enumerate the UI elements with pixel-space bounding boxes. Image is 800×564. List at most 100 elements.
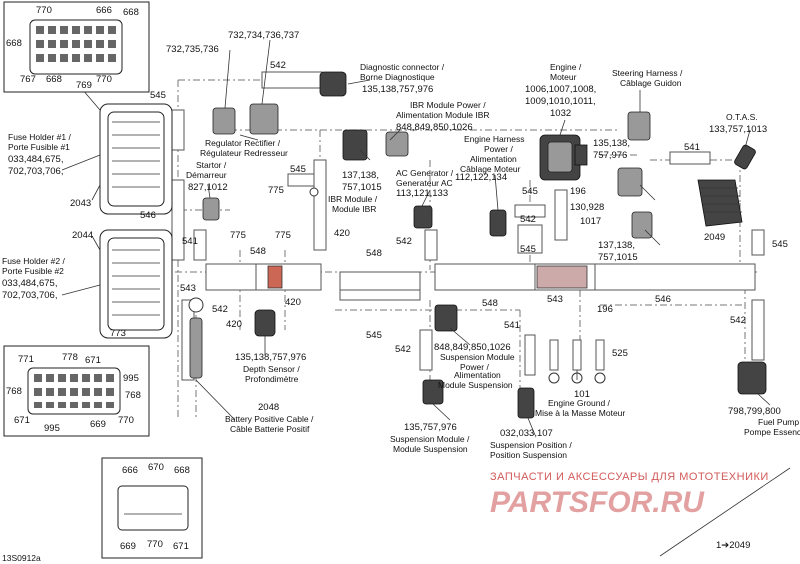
fh2-refs: 033,484,675, [2,278,57,289]
callout: 775 [268,185,284,196]
inset-tl-label: 767 [20,74,36,85]
inset-ml-label: 778 [62,352,78,363]
diag-refs: 135,138,757,976 [362,84,433,95]
steering-refs: 135,138, [593,138,630,149]
engine-refs2: 1009,1010,1011, [525,96,596,107]
regulator-label: Regulator Rectifier / [205,138,281,148]
ac-generator-connector [413,205,433,229]
regulator-rectifier [212,107,236,135]
fh2-title: Fuse Holder #2 / [2,256,65,266]
steer-conn-refs4: 757,1015 [598,252,638,263]
callout: 548 [482,298,498,309]
susp-module-label: Suspension Module / [390,434,470,444]
inset-ml-label: 671 [14,415,30,426]
susp-module-refs: 135,757,976 [404,422,457,433]
inset-b-label: 671 [173,541,189,552]
callout: 542 [730,315,746,326]
callout: 541 [684,142,700,153]
footer-ref: 1➔2049 [716,540,750,551]
fuel-pump-connector [737,361,767,395]
ibr-module-label-fr: Module IBR [332,204,376,214]
ibr-power-refs: 848,849,850,1026 [396,122,473,133]
steering-refs2: 757,976 [593,150,627,161]
callout: 542 [396,236,412,247]
susp-power-a: Suspension Module [440,352,515,362]
callout: 545 [522,186,538,197]
ibr-module-refs: 137,138, [342,170,379,181]
suspension-power-connector [434,304,458,332]
fh1-title: Fuse Holder #1 / [8,132,71,142]
suspension-position-sensor [517,387,535,419]
fh2-refs2: 702,703,706, [2,290,57,301]
steer-boot-part: 2049 [704,232,725,243]
eng-harness-refs: 112,122,134 [455,172,507,183]
susp-module-label-fr: Module Suspension [393,444,468,454]
ac-gen-label-fr: Generateur AC [396,178,453,188]
callout: 420 [226,319,242,330]
steering-boot [697,179,743,227]
wire-tubes [171,71,765,381]
ibr-module-refs2: 757,1015 [342,182,382,193]
engine-refs3: 1032 [550,108,571,119]
battery-part: 2048 [258,402,279,413]
engine-refs: 1006,1007,1008, [525,84,596,95]
diag-label: Diagnostic connector / [360,62,445,72]
inset-tl-label: 770 [96,74,112,85]
callout: 541 [504,320,520,331]
callout: 548 [366,248,382,259]
callout: 545 [772,239,788,250]
callout: 420 [334,228,350,239]
fuse-holder-2-label: 2044 Fuse Holder #2 / Porte Fusible #2 0… [2,230,126,339]
otas-sensor [734,144,756,170]
susp-power-c: Alimentation [454,370,501,380]
ground-part: 101 [574,389,590,400]
components [99,71,767,419]
fh2-part2: 773 [110,328,126,339]
callout: 543 [547,294,563,305]
susp-power-b: Power / [460,362,489,372]
ground-terminal [548,372,560,384]
eng-harness-d: Câblage Moteur [460,164,521,174]
callout: 196 [570,186,586,197]
susp-power-refs: 848,849,850,1026 [434,342,511,353]
callout: 542 [212,304,228,315]
callout: 541 [182,236,198,247]
inset-tl-label: 769 [76,80,92,91]
ibr-module-label: IBR Module / [328,194,378,204]
steer-conn-refs3: 137,138, [598,240,635,251]
starter-refs: 827,1012 [188,182,228,193]
steering-connector-2 [617,167,643,197]
inset-tl-label: 770 [36,5,52,16]
ibr-power-label-fr: Alimentation Module IBR [396,110,490,120]
starter-connector [202,197,220,221]
callout: 548 [250,246,266,257]
callout: 546 [140,210,156,221]
ground-label-fr: Mise à la Masse Moteur [535,408,625,418]
ac-gen-label: AC Generator / [396,168,454,178]
fh2-part: 2044 [72,230,93,241]
inset-mid-left: 771 778 671 995 768 768 671 995 669 770 [3,345,150,437]
callout: 545 [366,330,382,341]
engine-harness-connector [489,209,507,237]
inset-b-label: 666 [122,465,138,476]
callout: 542 [270,60,286,71]
callout: 775 [230,230,246,241]
callout: 775 [275,230,291,241]
inset-bottom: 666 670 668 669 770 671 [101,457,203,559]
inset-b-label: 668 [174,465,190,476]
regulator-refs-bot: 732,735,736 [166,44,219,55]
figure-code: 13S0912a [2,553,41,563]
inset-top-left: 770 666 668 668 767 668 769 770 [3,1,150,93]
inset-tl-label: 666 [96,5,112,16]
fh1-title-fr: Porte Fusible #1 [8,142,70,152]
regulator-label-fr: Régulateur Redresseur [200,148,288,158]
eng-harness-b: Power / [484,144,513,154]
fuse-holder-1-label: Fuse Holder #1 / Porte Fusible #1 033,48… [8,132,91,209]
diag-label-fr: Borne Diagnostique [360,72,435,82]
inset-b-label: 669 [120,541,136,552]
engine-label-fr: Moteur [550,72,577,82]
battery-label: Battery Positive Cable / [225,414,314,424]
fuel-pump-label-fr: Pompe Essence [744,427,800,437]
starter-label: Startor / [196,160,227,170]
